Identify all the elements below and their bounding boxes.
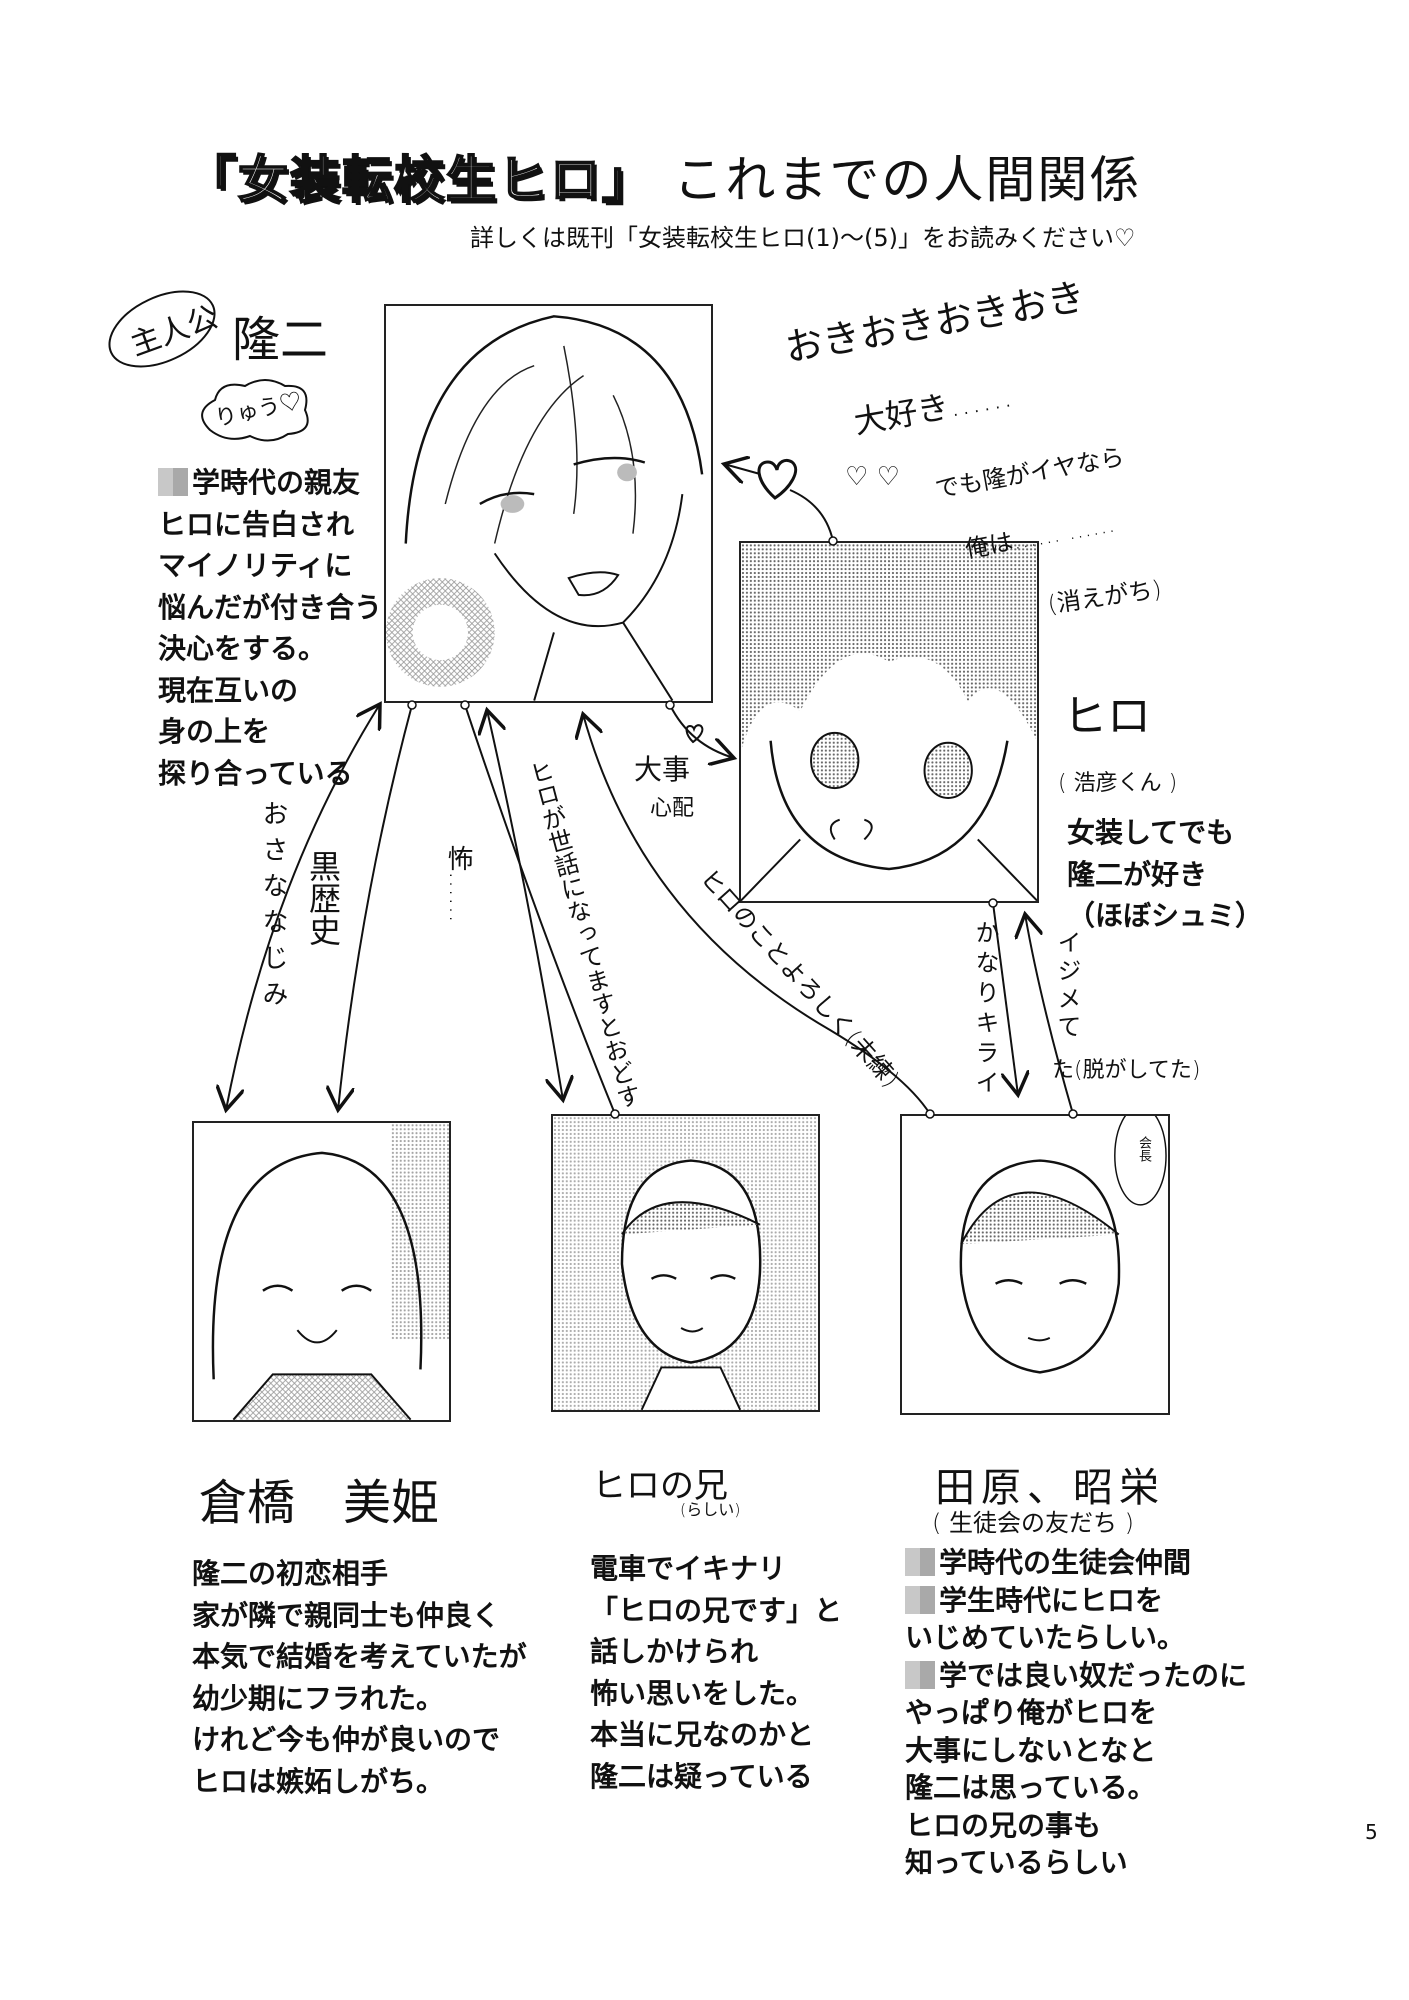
desc-line: 学では良い奴だったのに: [905, 1657, 1247, 1695]
desc-line: 家が隣で親同士も仲良く: [192, 1598, 501, 1632]
desc-line: やっぱり俺がヒロを: [905, 1696, 1158, 1729]
desc-line: 本当に兄なのかと: [590, 1718, 815, 1751]
brother-portrait: [551, 1114, 820, 1412]
hearts: ♡ ♡: [845, 462, 900, 492]
misaki-portrait: [192, 1121, 451, 1422]
desc-line: 大事にしないとなと: [905, 1733, 1157, 1767]
tahara-name: 田原、昭栄: [935, 1465, 1165, 1511]
hiro-monologue-line: (消えがち): [1045, 574, 1164, 619]
subtitle: 詳しくは既刊「女装転校生ヒロ(1)〜(5)」をお読みください♡: [470, 224, 1136, 252]
arrow-love: [724, 464, 834, 542]
desc-line: 女装してでも: [1067, 816, 1235, 849]
desc-line: 決心をする。: [158, 632, 327, 665]
heart-icon: [685, 724, 704, 744]
misaki-name: 倉橋 美姫: [199, 1475, 440, 1531]
hiro-real-name: ( 浩彦くん ): [1058, 771, 1178, 796]
hiro-monologue-line: 俺は…… ……: [963, 509, 1118, 564]
desc-line: いじめていたらしい。: [905, 1621, 1186, 1654]
nickname-cloud: [201, 379, 309, 442]
hiro-portrait: [739, 541, 1039, 903]
brother-description: 電車でイキナリ 「ヒロの兄です」と 話しかけられ 怖い思いをした。 本当に兄なの…: [590, 1548, 842, 1797]
desc-line: 隆二が好き: [1067, 857, 1208, 891]
speech-bubble-text: 会長: [1136, 1136, 1151, 1162]
page-number: 5: [1365, 1820, 1378, 1844]
desc-line: 身の上を: [158, 715, 271, 748]
desc-line: 学時代の生徒会仲間: [905, 1544, 1247, 1582]
desc-line: （ほぼシュミ）: [1067, 899, 1264, 932]
desc-line: けれど今も仲が良いので: [192, 1723, 501, 1756]
desc-line: 「ヒロの兄です」と: [590, 1593, 843, 1627]
hiro-description: 女装してでも 隆二が好き （ほぼシュミ）: [1067, 812, 1263, 937]
desc-line: ヒロに告白され: [158, 507, 355, 541]
label-bullied: イジメて: [1053, 930, 1081, 1042]
redacted-block: [905, 1660, 935, 1689]
hiro-monologue-line: おきおきおきおき: [781, 274, 1089, 371]
desc-line: 怖い思いをした。: [590, 1676, 815, 1710]
desc-line: ヒロの兄の事も: [905, 1808, 1102, 1842]
page-title: 「女装転校生ヒロ」 これまでの人間関係: [185, 140, 1142, 212]
desc-line: 探り合っている: [158, 756, 353, 790]
brother-name: ヒロの兄: [592, 1466, 728, 1506]
desc-line: 幼少期にフラれた。: [192, 1681, 445, 1715]
hiro-name: ヒロ: [1063, 691, 1151, 742]
desc-line: 悩んだが付き合う: [158, 590, 383, 624]
tahara-portrait: 会長: [900, 1114, 1170, 1415]
desc-line: 知っているらしい: [905, 1846, 1128, 1879]
tahara-description: 学時代の生徒会仲間 学生時代にヒロを いじめていたらしい。 学では良い奴だったの…: [905, 1544, 1247, 1882]
label-scary: 怖……: [443, 845, 473, 923]
label-cherish: 大事: [634, 753, 691, 786]
ryuji-name: 隆二: [232, 312, 329, 368]
desc-line: 隆二の初恋相手: [192, 1557, 389, 1590]
redacted-block: [905, 1585, 935, 1614]
label-worry: 心配: [650, 796, 695, 821]
misaki-description: 隆二の初恋相手 家が隣で親同士も仲良く 本気で結婚を考えていたが 幼少期にフラれ…: [192, 1553, 527, 1802]
desc-line: 本気で結婚を考えていたが: [192, 1640, 527, 1673]
desc-line: 話しかけられ: [590, 1635, 759, 1668]
desc-line: 学時代の親友: [158, 462, 382, 504]
desc-line: 学生時代にヒロを: [905, 1582, 1247, 1620]
title-series: 「女装転校生ヒロ」: [185, 150, 654, 210]
brother-note: (らしい): [680, 1500, 741, 1519]
title-rest: これまでの人間関係: [673, 151, 1142, 209]
ryuji-portrait: [384, 304, 713, 703]
desc-line: ヒロは嫉妬しがち。: [192, 1764, 445, 1798]
tahara-note: ( 生徒会の友だち ): [932, 1509, 1134, 1537]
label-bullied-cont: た(脱がしてた): [1052, 1058, 1201, 1083]
heart-icon: [757, 458, 798, 500]
label-dark-history: 黒歴史: [304, 850, 342, 946]
desc-line: 隆二は思っている。: [905, 1771, 1156, 1804]
protagonist-ellipse: [108, 290, 216, 368]
desc-line: 隆二は疑っている: [590, 1759, 813, 1793]
hiro-monologue-line: でも隆がイヤなら: [933, 442, 1127, 504]
hiro-monologue-line: 大好き……: [851, 376, 1016, 442]
label-threatens: ヒロが世話になってますとおどす: [522, 756, 644, 1112]
label-childhood-friend: おさななじみ: [258, 800, 288, 1016]
desc-line: マイノリティに: [158, 549, 353, 582]
redacted-block: [158, 468, 188, 496]
redacted-block: [905, 1548, 935, 1576]
label-dislike: かなりキライ: [971, 920, 999, 1100]
desc-line: 電車でイキナリ: [590, 1552, 787, 1585]
ryuji-description: 学時代の親友 ヒロに告白され マイノリティに 悩んだが付き合う 決心をする。 現…: [158, 462, 382, 794]
desc-line: 現在互いの: [158, 673, 299, 707]
